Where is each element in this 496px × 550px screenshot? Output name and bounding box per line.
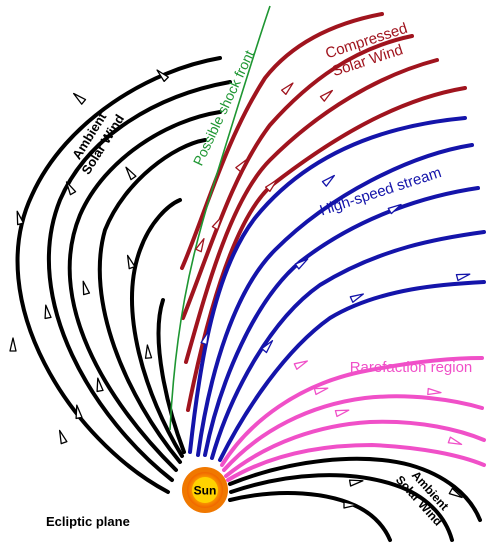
arrow-marker [44,304,52,320]
high-speed-label: High-speed stream [318,164,444,219]
ambient-line [130,198,184,458]
shock-front-line [169,5,271,431]
rarefaction-lines [220,356,486,482]
arrow-marker [448,487,463,499]
arrow-marker [9,337,17,352]
arrow-marker [349,293,364,303]
high-speed-line [210,230,486,460]
sun: Sun [182,467,228,513]
arrow-marker [82,280,91,296]
arrow-marker [264,179,278,193]
arrow-marker [321,174,336,187]
arrow-marker [144,344,153,359]
rarefaction-line [222,394,484,472]
arrow-marker [200,330,210,346]
sun-core [192,477,218,503]
ambient-line [15,56,222,494]
arrow-marker [348,479,364,487]
compressed-line [181,34,414,320]
arrow-marker [96,377,104,393]
arrow-marker [75,404,83,420]
arrow-marker [447,436,463,446]
arrow-marker [294,258,309,270]
ambient-line [97,138,207,464]
arrow-marker [261,339,274,354]
arrow-marker [58,429,68,445]
arrow-marker [387,203,402,215]
arrow-marker [211,216,223,231]
rarefaction-line [224,419,486,478]
arrow-marker [16,210,25,226]
arrow-marker [72,92,87,105]
ambient-line [67,110,222,472]
ambient-line [156,298,186,454]
arrow-marker [156,69,170,83]
sun-label: Sun [194,484,217,498]
arrow-marker [280,82,294,96]
ambient-line [229,473,454,542]
ambient-bottom-label: Ambient Solar Wind [393,468,452,528]
high-speed-line [188,116,467,454]
high-speed-line [196,143,474,457]
arrow-marker [343,501,358,509]
compressed-line [180,12,384,270]
arrow-marker [427,387,442,396]
ecliptic-plane-label: Ecliptic plane [46,514,130,529]
arrow-marker [455,273,471,282]
ambient-lines-left [15,56,232,494]
ambient-line [228,456,482,522]
rarefaction-line [220,356,484,467]
arrow-marker [235,158,248,173]
ambient-line [46,80,232,482]
arrow-marker [334,409,350,418]
arrow-marker [195,238,205,253]
high-speed-line [218,280,486,462]
arrow-marker [313,387,329,396]
compressed-line [184,58,439,364]
arrow-marker [319,89,334,102]
arrow-marker [65,181,77,196]
rarefaction-line [226,443,486,482]
ambient-top-label: Ambient Solar Wind [69,109,127,177]
compressed-label: Compressed Solar Wind [323,20,409,80]
arrow-marker [293,360,308,370]
arrow-marker [125,166,137,181]
flow-arrows [9,69,471,509]
rarefaction-label: Rarefaction region [350,359,473,376]
arrow-marker [126,254,136,270]
ambient-line [228,491,392,542]
